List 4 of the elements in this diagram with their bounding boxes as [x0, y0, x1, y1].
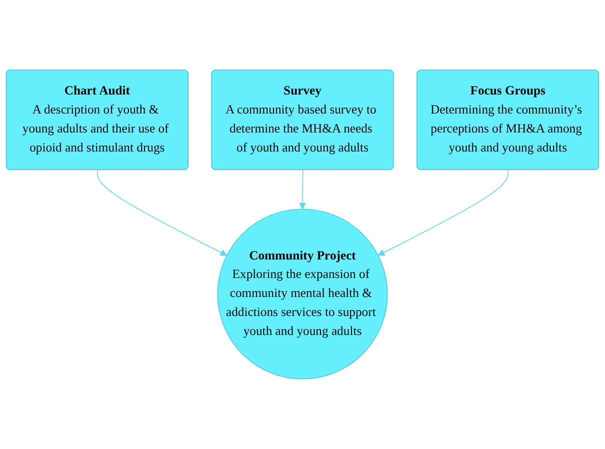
arrow	[299, 170, 306, 210]
arrow	[97, 170, 228, 256]
arrow	[378, 170, 509, 256]
node-circle: Community Project Exploring the expansion of community mental health & addictions services to support youth and young adults	[217, 208, 388, 380]
